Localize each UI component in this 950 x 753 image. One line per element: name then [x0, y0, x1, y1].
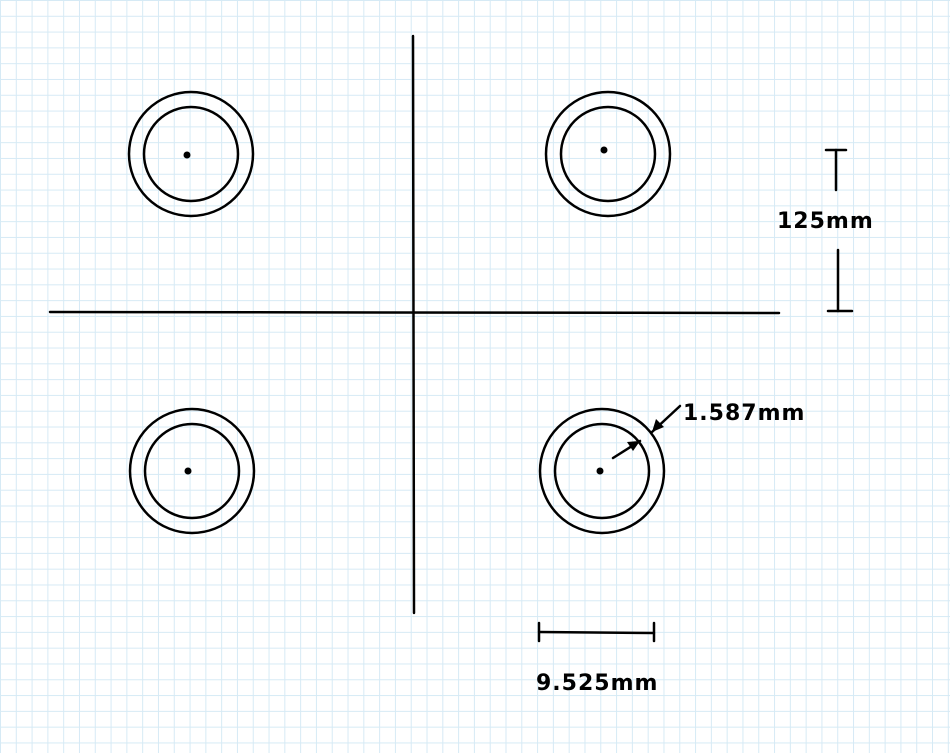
outer-ring	[127, 90, 255, 218]
vertical-axis	[411, 34, 416, 615]
label-9525mm: 9.525mm	[536, 671, 658, 696]
hole-bottom-left	[128, 407, 256, 535]
hole-top-left	[127, 90, 255, 218]
inner-ring	[143, 422, 241, 520]
center-dot	[600, 146, 608, 154]
vertical-dimension: 125mm	[777, 148, 874, 313]
outer-ring	[128, 407, 256, 535]
label-125mm: 125mm	[777, 209, 874, 234]
center-dot	[183, 151, 191, 159]
hole-bottom-right	[538, 407, 666, 535]
horizontal-axis	[48, 310, 781, 315]
center-dot	[184, 467, 192, 475]
label-1587mm: 1.587mm	[683, 401, 805, 426]
wall-thickness-callout: 1.587mm	[611, 401, 805, 460]
inner-ring	[142, 105, 240, 203]
horizontal-dimension: 9.525mm	[536, 621, 658, 696]
outer-ring	[544, 90, 672, 218]
inner-ring	[559, 105, 657, 203]
inner-arrowhead	[627, 441, 640, 451]
inner-ring	[553, 422, 651, 520]
dimension-line	[537, 630, 656, 635]
outer-arrowhead	[652, 419, 664, 432]
center-dot	[596, 467, 604, 475]
hole-top-right	[544, 90, 672, 218]
outer-ring	[538, 407, 666, 535]
